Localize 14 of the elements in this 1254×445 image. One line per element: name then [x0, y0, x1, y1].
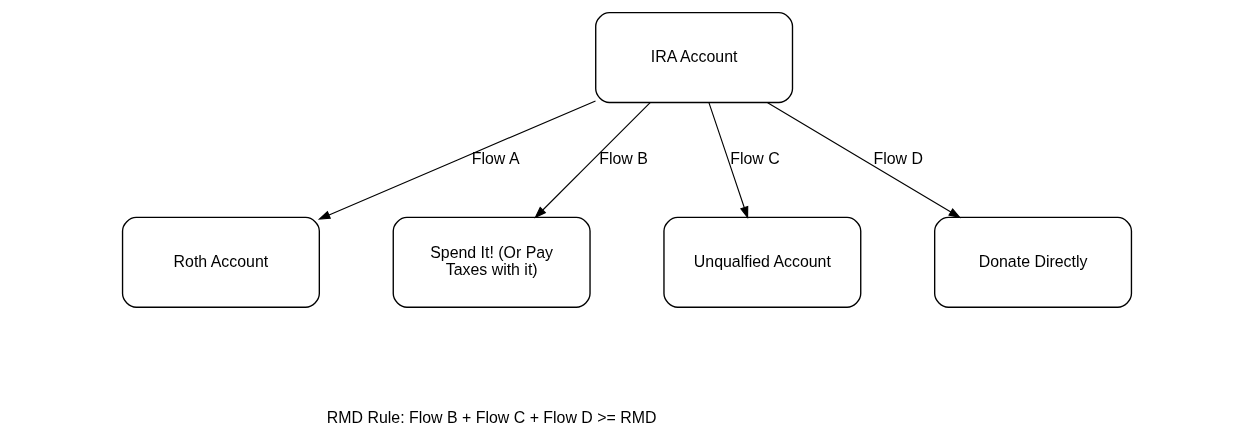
node-box: Spend It! (Or Pay Taxes with it)	[392, 216, 591, 308]
node-box: Roth Account	[121, 216, 320, 308]
edge-label: Flow B	[599, 150, 648, 168]
edge-label: Flow C	[730, 150, 780, 168]
edge-label: Flow A	[471, 150, 520, 168]
arrow	[767, 102, 962, 219]
node-box: Unqualfied Account	[663, 216, 862, 308]
arrow	[534, 102, 651, 219]
label: RMD Rule: Flow B + Flow C + Flow D >= RMD	[326, 409, 657, 427]
arrow	[708, 102, 749, 219]
node-box: Donate Directly	[934, 216, 1133, 308]
edge-label: Flow D	[873, 150, 924, 168]
node-box: IRA Account	[595, 11, 794, 104]
arrow	[317, 100, 597, 220]
